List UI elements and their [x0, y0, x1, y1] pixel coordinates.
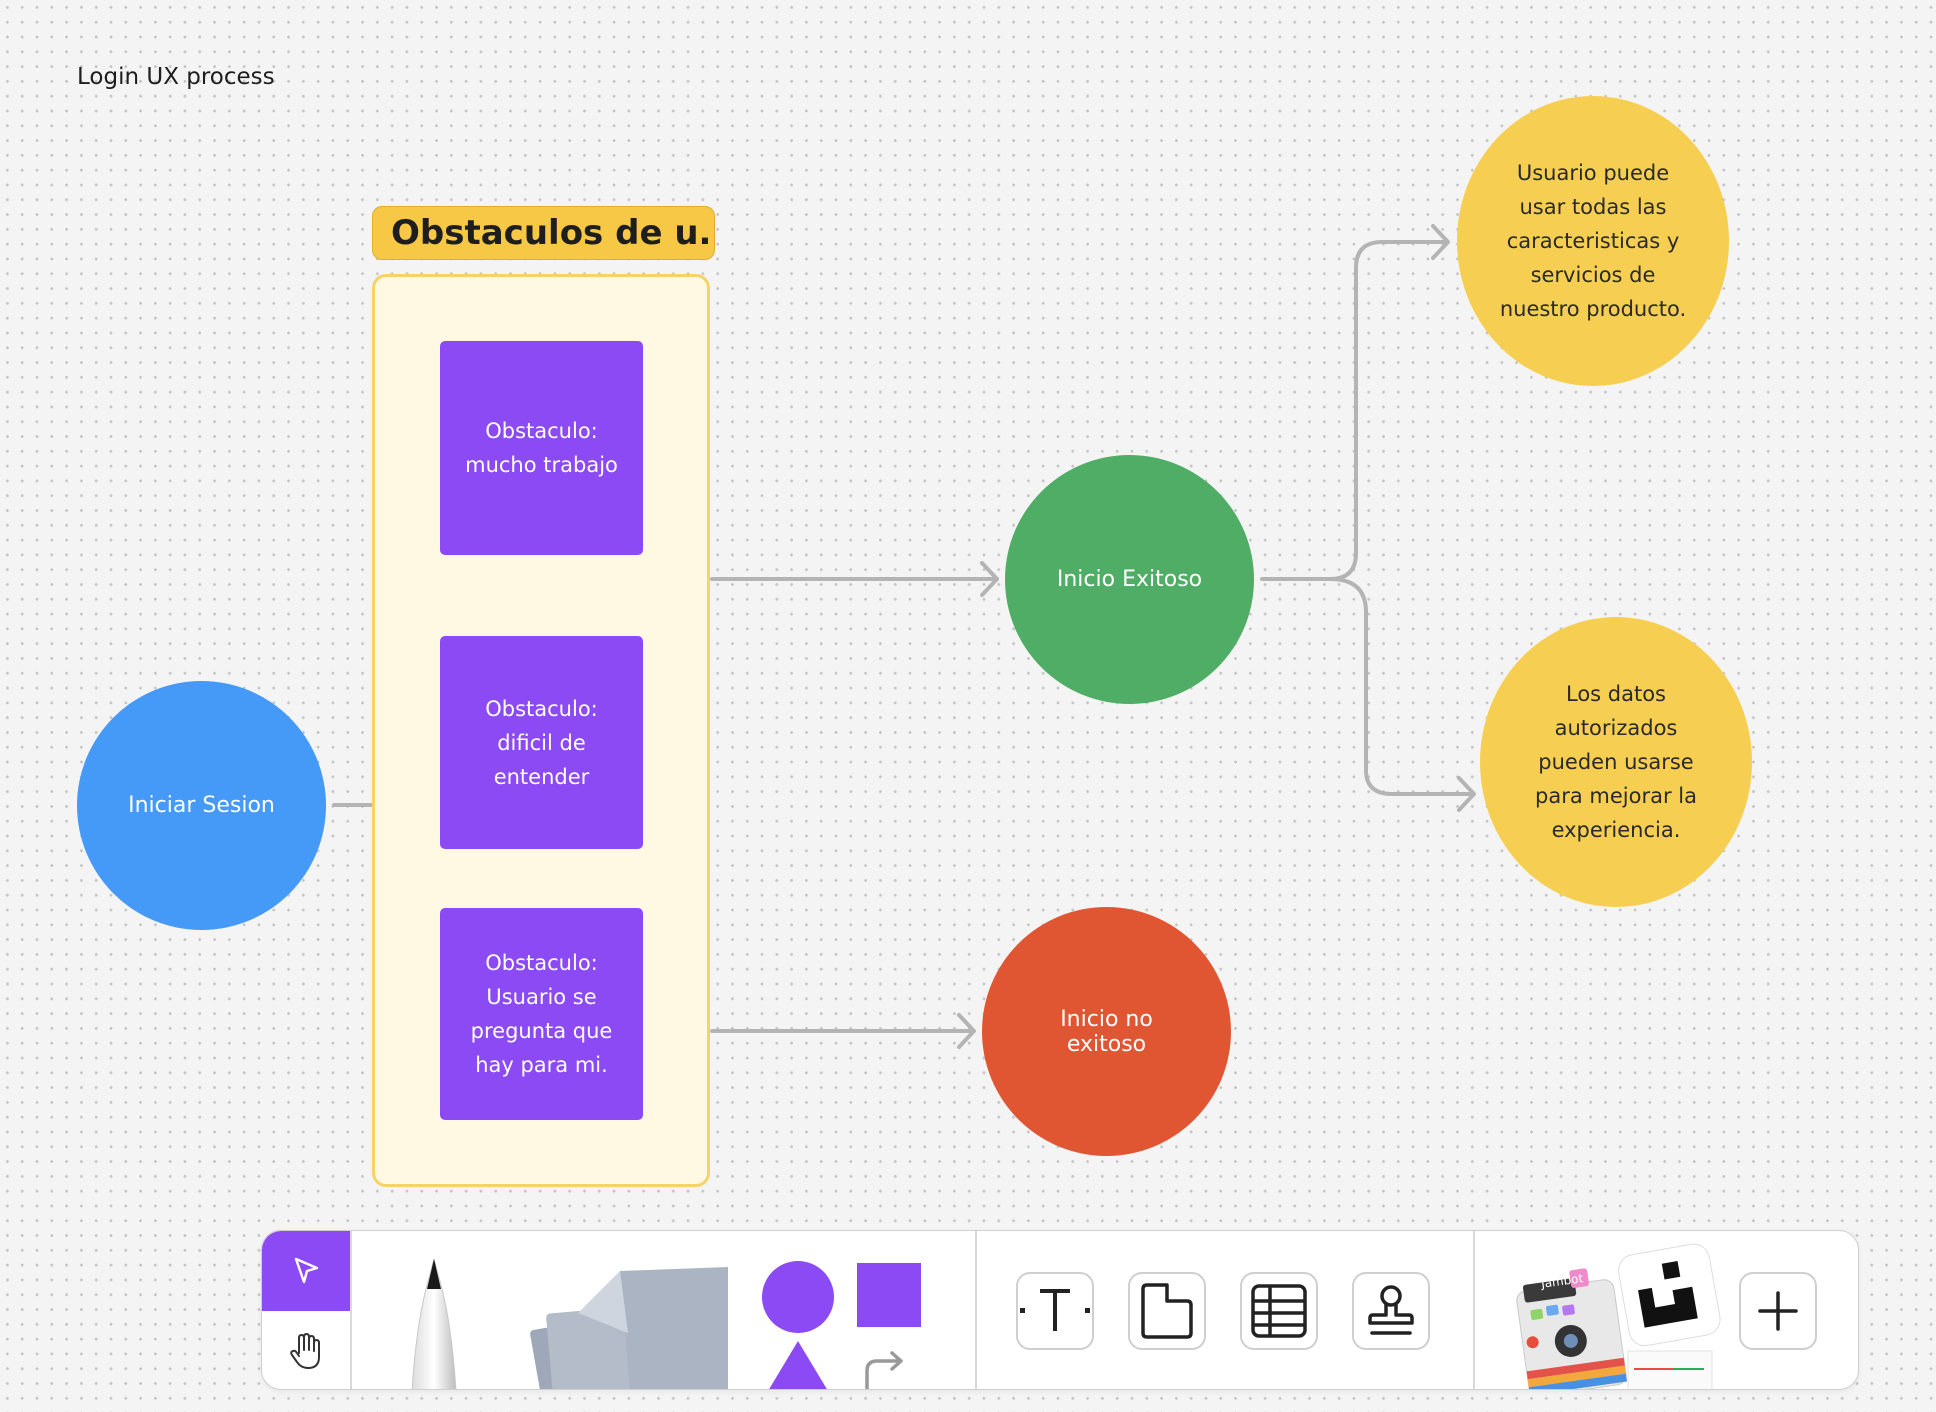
stamp-icon — [1368, 1285, 1414, 1335]
connector-success-to-outcome-2[interactable] — [1328, 577, 1476, 812]
connector-section-to-failure[interactable] — [710, 1013, 976, 1049]
text-icon — [1020, 1289, 1090, 1331]
sticky-note-text: Obstaculo: mucho trabajo — [465, 419, 618, 477]
connector-section-to-success[interactable] — [710, 561, 999, 597]
sticky-note-obstaculo-2[interactable]: Obstaculo: dificil de entender — [440, 636, 643, 849]
sticky-notes-tool-button[interactable] — [528, 1263, 728, 1389]
node-inicio-no-exitoso[interactable]: Inicio no exitoso — [982, 907, 1231, 1156]
node-iniciar-sesion[interactable]: Iniciar Sesion — [77, 681, 326, 930]
node-outcome-usuario[interactable]: Usuario puede usar todas las caracterist… — [1457, 96, 1729, 386]
section-tool-button[interactable] — [1128, 1272, 1206, 1350]
bottom-toolbar: Jambot — [261, 1230, 1859, 1390]
text-tool-button[interactable] — [1016, 1272, 1094, 1350]
board-title[interactable]: Login UX process — [77, 64, 275, 90]
cursor-arrow-icon — [294, 1257, 319, 1284]
more-tools-button[interactable] — [1739, 1272, 1817, 1350]
sticky-note-stack-icon — [530, 1267, 728, 1389]
section-label[interactable]: Obstaculos de u... — [372, 206, 715, 260]
node-label: Iniciar Sesion — [128, 793, 275, 818]
node-label: Usuario puede usar todas las caracterist… — [1499, 161, 1687, 321]
plus-icon — [1758, 1291, 1798, 1331]
sticky-note-obstaculo-3[interactable]: Obstaculo: Usuario se pregunta que hay p… — [440, 908, 643, 1120]
shapes-tool-button[interactable] — [762, 1257, 938, 1389]
table-tool-button[interactable] — [1240, 1272, 1318, 1350]
widget-logo-icon — [1618, 1243, 1721, 1389]
sticky-note-text: Obstaculo: dificil de entender — [485, 696, 598, 789]
marker-pen-icon — [411, 1257, 457, 1389]
jambot-widget-icon — [1516, 1268, 1628, 1389]
hand-tool-button[interactable] — [262, 1311, 350, 1389]
toolbar-divider — [975, 1231, 977, 1389]
sticky-note-text: Obstaculo: Usuario se pregunta que hay p… — [470, 951, 613, 1077]
hand-icon — [290, 1333, 320, 1369]
node-inicio-exitoso[interactable]: Inicio Exitoso — [1005, 455, 1254, 704]
section-icon — [1141, 1283, 1193, 1339]
connector-success-to-outcome-1[interactable] — [1260, 224, 1450, 581]
node-label: Inicio no exitoso — [1060, 1006, 1153, 1057]
widget-logo-button[interactable] — [1614, 1239, 1724, 1389]
sticky-note-obstaculo-1[interactable]: Obstaculo: mucho trabajo — [440, 341, 643, 555]
toolbar-divider — [350, 1231, 352, 1389]
select-tool-button[interactable] — [262, 1231, 350, 1311]
toolbar-divider — [1473, 1231, 1475, 1389]
node-label: Los datos autorizados pueden usarse para… — [1535, 682, 1697, 842]
stamp-tool-button[interactable] — [1352, 1272, 1430, 1350]
shapes-icon — [762, 1261, 921, 1389]
jambot-widget-button[interactable]: Jambot — [1510, 1265, 1630, 1389]
node-outcome-datos[interactable]: Los datos autorizados pueden usarse para… — [1480, 617, 1752, 907]
table-icon — [1251, 1284, 1307, 1338]
node-label: Inicio Exitoso — [1056, 567, 1203, 592]
marker-tool-button[interactable] — [394, 1257, 474, 1389]
